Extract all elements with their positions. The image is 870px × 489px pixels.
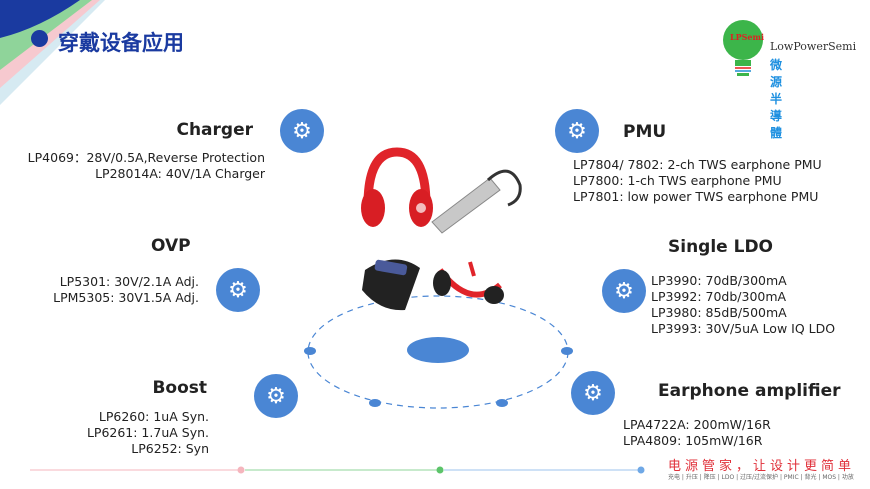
list-item: LP7804/ 7802: 2-ch TWS earphone PMU <box>573 157 822 172</box>
boost-heading: Boost <box>152 378 207 398</box>
list-item: LPA4809: 105mW/16R <box>623 433 763 448</box>
list-item: LP6260: 1uA Syn. <box>98 409 209 424</box>
amp-list: LPA4722A: 200mW/16R LPA4809: 105mW/16R <box>623 417 771 449</box>
svg-text:LPSemi: LPSemi <box>730 32 764 42</box>
headphones-image <box>361 147 433 227</box>
footer-slogan: 电源管家，让设计更简单 <box>668 459 856 474</box>
lightbulb-logo-icon: LPSemi <box>723 20 764 76</box>
list-item: LP3980: 85dB/500mA <box>651 305 787 320</box>
list-item: LP5301: 30V/2.1A Adj. <box>59 274 199 289</box>
ldo-gear-icon: ⚙ <box>602 269 646 313</box>
amp-gear-icon: ⚙ <box>571 371 615 415</box>
list-item: LP4069：28V/0.5A,Reverse Protection <box>27 150 265 165</box>
list-item: LP6252: Syn <box>131 441 209 456</box>
charger-heading: Charger <box>176 120 253 140</box>
ovp-gear-icon: ⚙ <box>216 268 260 312</box>
list-item: LP3992: 70db/300mA <box>651 289 787 304</box>
boost-gear-icon: ⚙ <box>254 374 298 418</box>
footer-categories: 充电 | 升压 | 降压 | LDO | 过压/过流保护 | PMIC | 背光… <box>668 474 854 481</box>
amp-heading: Earphone amplifier <box>658 381 841 401</box>
ldo-heading: Single LDO <box>668 237 774 257</box>
bluetooth-earpiece-image <box>431 169 522 234</box>
ovp-list: LP5301: 30V/2.1A Adj. LPM5305: 30V1.5A A… <box>53 274 199 306</box>
bone-conduction-headphones-image <box>433 261 504 304</box>
list-item: LP6261: 1.7uA Syn. <box>86 425 209 440</box>
pmu-heading: PMU <box>623 122 667 142</box>
ovp-heading: OVP <box>151 236 191 256</box>
list-item: LPA4722A: 200mW/16R <box>623 417 771 432</box>
company-logo: LPSemi LowPowerSemi 微源半導體 <box>722 18 856 140</box>
list-item: LP3990: 70dB/300mA <box>651 273 787 288</box>
page-title: 穿戴设备应用 <box>58 31 184 55</box>
ldo-list: LP3990: 70dB/300mA LP3992: 70db/300mA LP… <box>651 273 835 337</box>
logo-text-cn: 微源半導體 <box>770 58 783 140</box>
list-item: LP28014A: 40V/1A Charger <box>95 166 265 181</box>
pmu-list: LP7804/ 7802: 2-ch TWS earphone PMU LP78… <box>573 157 822 205</box>
list-item: LP7801: low power TWS earphone PMU <box>573 189 819 204</box>
pmu-gear-icon: ⚙ <box>555 109 599 153</box>
boost-list: LP6260: 1uA Syn. LP6261: 1.7uA Syn. LP62… <box>87 409 209 457</box>
list-item: LP7800: 1-ch TWS earphone PMU <box>573 173 782 188</box>
list-item: LPM5305: 30V1.5A Adj. <box>53 290 199 305</box>
list-item: LP3993: 30V/5uA Low IQ LDO <box>651 321 836 336</box>
logo-text-en: LowPowerSemi <box>770 40 857 53</box>
corner-decoration <box>0 0 105 105</box>
footer-lines <box>30 466 645 474</box>
charger-gear-icon: ⚙ <box>280 109 324 153</box>
charger-list: LP4069：28V/0.5A,Reverse Protection LP280… <box>28 150 265 182</box>
title-bullet <box>31 30 48 47</box>
fitness-band-image <box>362 259 420 311</box>
